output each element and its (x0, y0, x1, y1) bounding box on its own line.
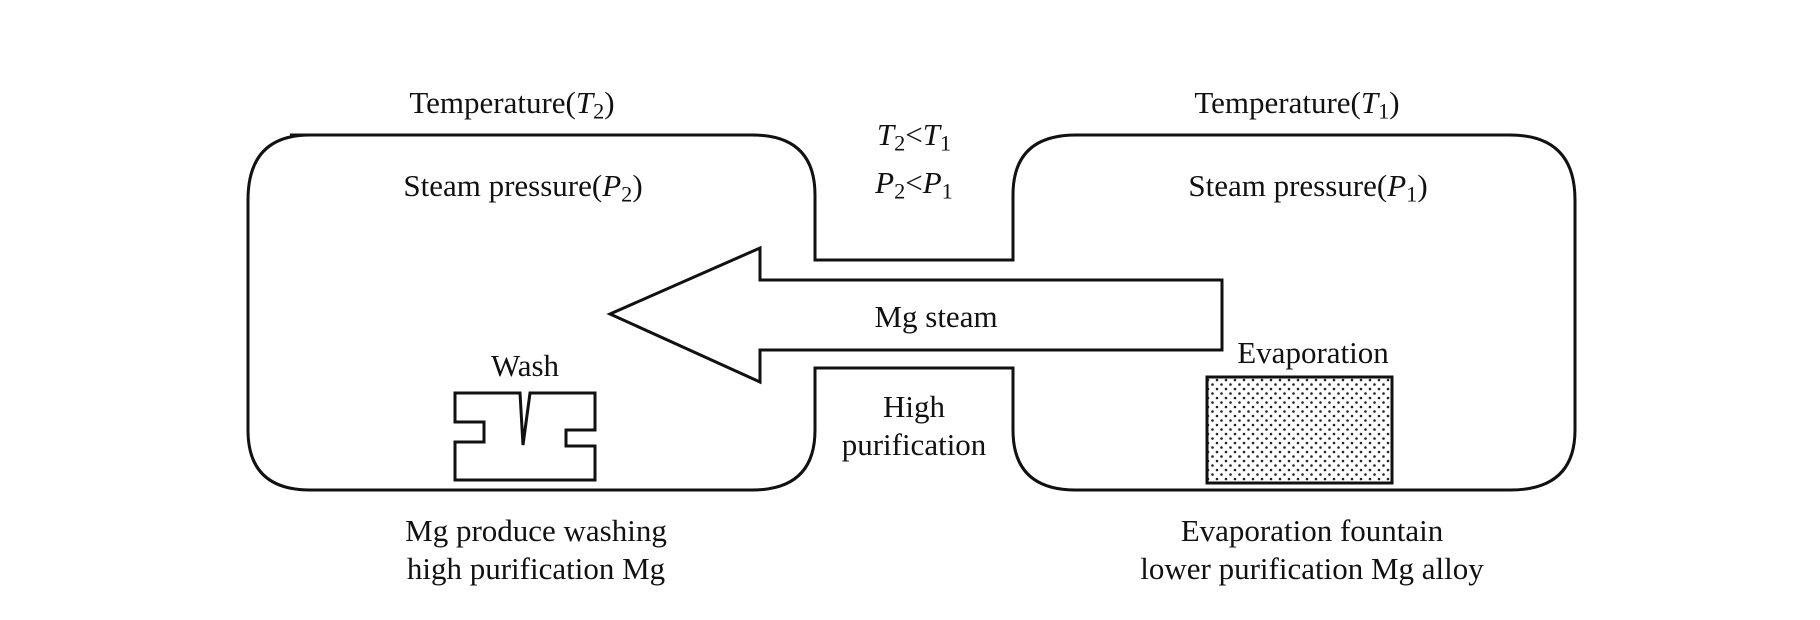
wash-label: Wash (490, 348, 560, 383)
mg-steam-label: Mg steam (874, 299, 998, 334)
evaporation-crucible (1205, 375, 1394, 485)
high-purification-line1: High (883, 389, 945, 424)
right-temperature-label: Temperature(T1) (1194, 85, 1400, 124)
high-purification-line2: purification (841, 427, 987, 462)
left-caption-line1: Mg produce washing (405, 513, 667, 548)
right-pressure-label: Steam pressure(P1) (1188, 168, 1428, 207)
left-pressure-label: Steam pressure(P2) (403, 168, 643, 207)
temperature-condition: T2<T1 (876, 117, 952, 156)
chamber-outline (246, 133, 1577, 492)
evaporation-label: Evaporation (1237, 335, 1389, 370)
left-caption-line2: high purification Mg (406, 551, 666, 586)
wash-condenser-shape (453, 391, 597, 482)
right-caption-line1: Evaporation fountain (1180, 513, 1444, 548)
mg-steam-arrow (606, 245, 1224, 385)
right-caption-line2: lower purification Mg alloy (1140, 551, 1484, 586)
left-temperature-label: Temperature(T2) (409, 85, 615, 124)
pressure-condition: P2<P1 (875, 165, 953, 204)
